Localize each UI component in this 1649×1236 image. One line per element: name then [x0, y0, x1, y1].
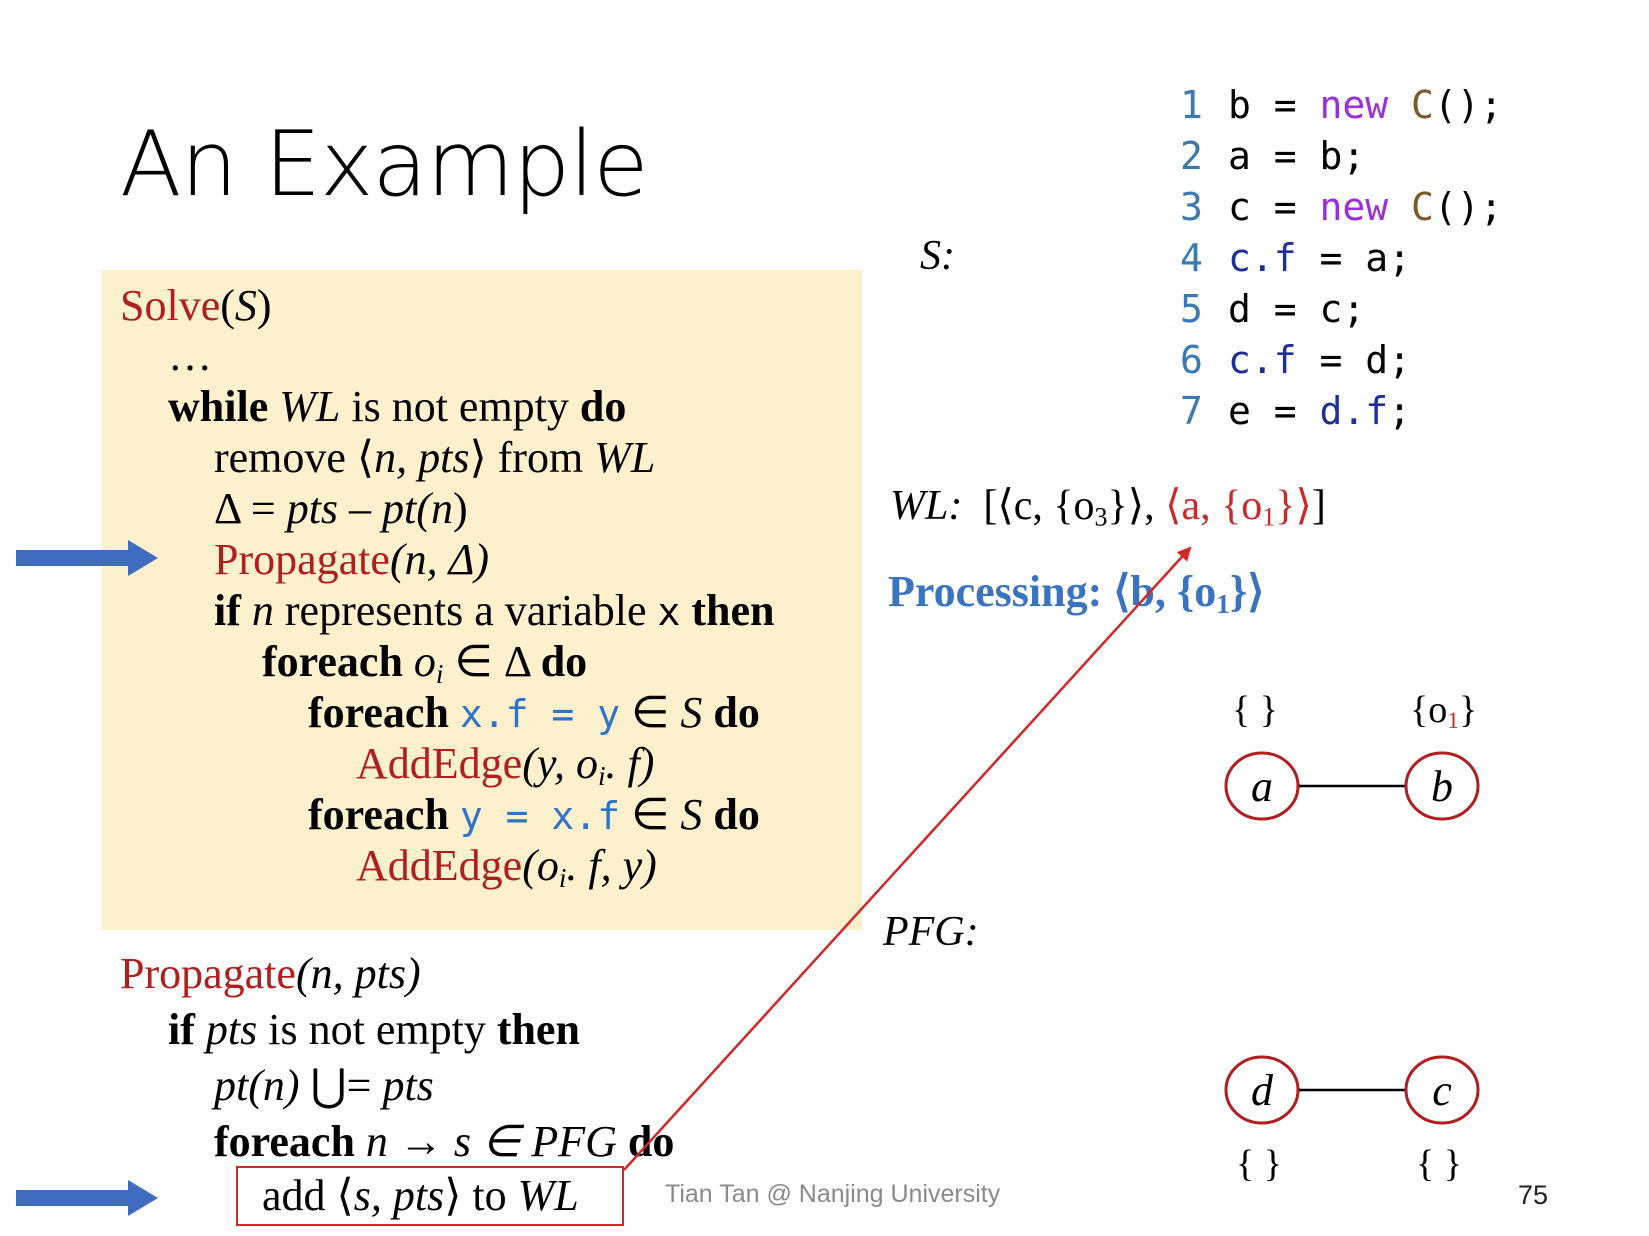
- line-number: 7: [1180, 389, 1203, 433]
- pfg-node-b: [1404, 751, 1480, 821]
- code-token: = a;: [1296, 236, 1412, 280]
- pfg-node-d: [1224, 1055, 1300, 1125]
- code-token: d = c;: [1228, 287, 1366, 331]
- solve-ellipsis: …: [168, 331, 212, 380]
- current-step-arrow-icon: [16, 540, 158, 576]
- solve-while-line: while WL is not empty do: [168, 382, 627, 431]
- code-token: b =: [1228, 83, 1320, 127]
- worklist: WL: [⟨c, {o3}⟩, ⟨a, {o1}⟩]: [890, 483, 1326, 532]
- solve-addedge-2-line: AddEdge(oi. f, y): [356, 841, 657, 893]
- current-step-arrow-icon: [16, 1180, 158, 1216]
- code-token: ;: [1388, 389, 1412, 433]
- code-token: a = b;: [1228, 134, 1366, 178]
- code-token: C: [1411, 185, 1434, 229]
- pts-b: {o1}: [1410, 689, 1478, 734]
- pts-a: { }: [1232, 689, 1278, 731]
- solve-remove-line: remove ⟨n, pts⟩ from WL: [214, 433, 656, 482]
- code-line: 3 c = new C();: [1180, 182, 1503, 233]
- propagate-union-line: pt(n) ⋃= pts: [214, 1061, 434, 1110]
- line-number: 2: [1180, 134, 1203, 178]
- line-number: 6: [1180, 338, 1203, 382]
- solve-if-line: if n represents a variable x then: [214, 586, 775, 635]
- propagate-header: Propagate(n, pts): [120, 949, 421, 998]
- pts-d: { }: [1236, 1143, 1282, 1185]
- line-number: 5: [1180, 287, 1203, 331]
- pfg-label: PFG:: [883, 909, 979, 955]
- pts-c: { }: [1416, 1143, 1462, 1185]
- code-line: 7 e = d.f;: [1180, 386, 1503, 437]
- slide-title: An Example: [120, 112, 649, 217]
- pfg-node-a: [1224, 751, 1300, 821]
- code-token: c =: [1228, 185, 1320, 229]
- pfg-node-a-label: a: [1251, 762, 1273, 811]
- code-token: c.f: [1228, 338, 1297, 382]
- worklist-new-entry: ⟨a, {o1}⟩: [1165, 483, 1312, 532]
- code-token: c.f: [1228, 236, 1297, 280]
- footer-credit: Tian Tan @ Nanjing University: [665, 1180, 1001, 1208]
- program-label: S:: [920, 233, 955, 279]
- solve-foreach-load-line: foreach y = x.f ∈ S do: [308, 790, 760, 839]
- pfg-node-c-label: c: [1432, 1066, 1452, 1115]
- processing-entry: Processing: ⟨b, {o1}⟩: [888, 567, 1265, 619]
- code-line: 1 b = new C();: [1180, 80, 1503, 131]
- line-number: 3: [1180, 185, 1203, 229]
- code-line: 6 c.f = d;: [1180, 335, 1503, 386]
- solve-addedge-1-line: AddEdge(y, oi. f): [356, 739, 655, 791]
- add-to-wl-highlight-box: [236, 1166, 624, 1226]
- solve-algorithm-box: [102, 270, 862, 930]
- line-number: 1: [1180, 83, 1203, 127]
- solve-foreach-store-line: foreach x.f = y ∈ S do: [308, 688, 760, 737]
- red-pointer-arrow: [623, 546, 1192, 1171]
- propagate-if-line: if pts is not empty then: [168, 1005, 580, 1054]
- code-token: ();: [1433, 83, 1503, 127]
- code-token: d.f: [1319, 389, 1389, 433]
- propagate-foreach-line: foreach n → s ∈ PFG do: [214, 1117, 675, 1166]
- pfg-node-b-label: b: [1431, 762, 1453, 811]
- pfg-node-d-label: d: [1251, 1066, 1274, 1115]
- solve-propagate-line: Propagate(n, Δ): [214, 535, 490, 584]
- code-token: new: [1319, 185, 1389, 229]
- solve-foreach-oi-line: foreach oi ∈ Δ do: [262, 637, 588, 689]
- line-number: 4: [1180, 236, 1203, 280]
- code-line: 5 d = c;: [1180, 284, 1503, 335]
- solve-delta-line: Δ = pts – pt(n): [214, 484, 468, 533]
- code-token: ();: [1433, 185, 1503, 229]
- pfg-node-c: [1404, 1055, 1480, 1125]
- code-token: new: [1319, 83, 1389, 127]
- propagate-add-line: add ⟨s, pts⟩ to WL: [262, 1171, 579, 1220]
- code-token: = d;: [1296, 338, 1412, 382]
- code-token: C: [1411, 83, 1434, 127]
- code-token: e =: [1228, 389, 1320, 433]
- page-number: 75: [1518, 1180, 1549, 1210]
- code-line: 2 a = b;: [1180, 131, 1503, 182]
- solve-header: Solve(S): [120, 281, 272, 330]
- code-line: 4 c.f = a;: [1180, 233, 1503, 284]
